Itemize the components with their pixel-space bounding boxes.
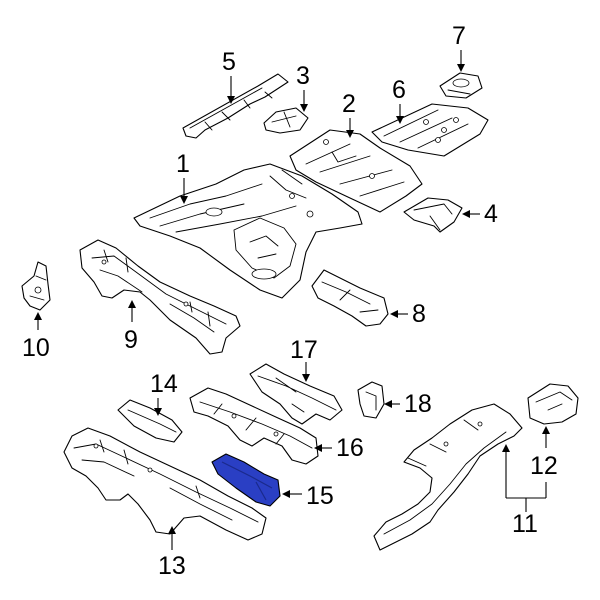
part-13-rail[interactable]	[63, 427, 267, 541]
callout-5: 5	[222, 48, 236, 104]
svg-text:13: 13	[158, 552, 186, 580]
part-14-bracket[interactable]	[117, 399, 183, 443]
part-15-bracket-highlighted[interactable]	[211, 453, 281, 507]
part-7-mount[interactable]	[439, 72, 483, 99]
part-4-bracket[interactable]	[403, 197, 463, 233]
callout-15: 15	[282, 482, 334, 510]
callout-16: 16	[314, 434, 364, 462]
callout-18: 18	[384, 390, 432, 418]
callout-1: 1	[176, 150, 190, 204]
svg-text:12: 12	[530, 452, 558, 480]
svg-text:8: 8	[412, 300, 426, 328]
svg-text:6: 6	[392, 76, 406, 104]
callout-9: 9	[124, 300, 138, 354]
svg-text:10: 10	[22, 334, 50, 362]
svg-text:17: 17	[290, 336, 318, 364]
part-18-bracket[interactable]	[357, 381, 385, 419]
svg-text:14: 14	[150, 370, 178, 398]
callout-2: 2	[342, 90, 356, 138]
part-17-crossmember[interactable]	[249, 363, 343, 425]
callout-12: 12	[530, 426, 558, 480]
part-6-panel[interactable]	[371, 103, 489, 157]
callout-11: 11	[502, 444, 547, 538]
svg-text:7: 7	[452, 22, 466, 50]
callout-7: 7	[452, 22, 466, 72]
svg-text:4: 4	[484, 200, 498, 228]
part-1-floor-pan[interactable]	[133, 163, 363, 299]
part-16-crossmember[interactable]	[189, 387, 319, 465]
callout-8: 8	[390, 300, 426, 328]
callout-4: 4	[462, 200, 498, 228]
svg-text:16: 16	[336, 434, 364, 462]
callout-3: 3	[296, 62, 310, 112]
callout-6: 6	[392, 76, 406, 124]
part-9-rail[interactable]	[79, 239, 241, 355]
svg-text:11: 11	[512, 510, 538, 538]
svg-text:5: 5	[222, 48, 236, 76]
svg-text:9: 9	[124, 326, 138, 354]
part-8-bracket[interactable]	[311, 269, 389, 327]
callout-17: 17	[290, 336, 318, 382]
svg-text:1: 1	[176, 150, 190, 178]
part-3-bracket[interactable]	[263, 107, 309, 134]
svg-text:3: 3	[296, 62, 310, 90]
callout-10: 10	[22, 312, 50, 362]
callout-13: 13	[158, 526, 186, 580]
svg-text:15: 15	[306, 482, 334, 510]
svg-text:2: 2	[342, 90, 356, 118]
part-11-rail[interactable]	[373, 403, 523, 551]
svg-text:18: 18	[404, 390, 432, 418]
part-2-panel[interactable]	[289, 129, 423, 213]
part-10-bracket[interactable]	[21, 261, 51, 311]
part-12-bracket[interactable]	[527, 383, 579, 425]
callout-14: 14	[150, 370, 178, 416]
part-5-rail[interactable]	[182, 73, 289, 139]
